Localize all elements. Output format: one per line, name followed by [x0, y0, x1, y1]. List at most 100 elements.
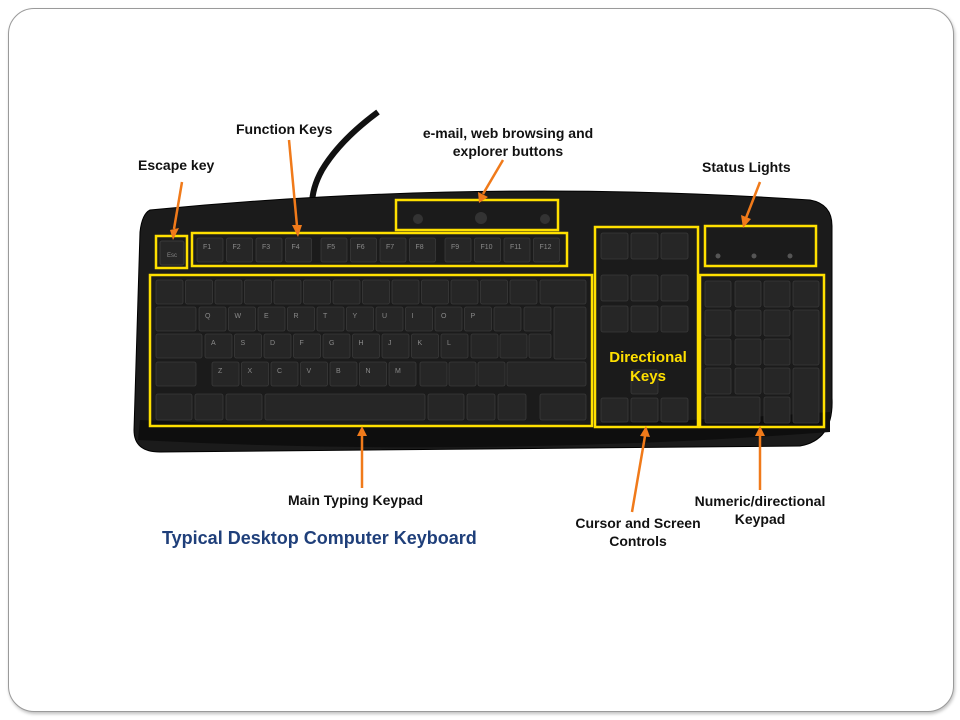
function-key-label: F8	[416, 244, 424, 251]
letter-key	[411, 333, 439, 359]
nav-key	[630, 305, 659, 333]
letter-key-label: I	[412, 313, 414, 320]
punct-key	[477, 361, 506, 387]
right-shift-key	[506, 361, 587, 387]
function-key	[503, 237, 531, 263]
letter-key	[359, 361, 387, 387]
numeric-keypad-label: Numeric/directional Keypad	[686, 492, 834, 528]
esc-key-label: Esc	[167, 253, 177, 259]
punct-key	[470, 333, 499, 359]
function-key-label: F5	[327, 244, 335, 251]
letter-key-label: F	[300, 340, 304, 347]
letter-key	[211, 361, 240, 387]
nav-key	[600, 274, 629, 302]
main-keypad-highlight-box	[148, 273, 594, 428]
arrow-up-key	[630, 369, 659, 395]
arrow-key	[630, 397, 659, 423]
function-key-label: F1	[203, 244, 211, 251]
letter-key-label: M	[395, 368, 401, 375]
function-key-label: F3	[262, 244, 270, 251]
letter-key	[388, 361, 417, 387]
letter-key	[405, 306, 433, 332]
cursor-controls-label: Cursor and Screen Controls	[568, 514, 708, 550]
number-row-key	[362, 279, 390, 305]
numpad-key	[704, 309, 732, 337]
shift-key	[155, 361, 197, 387]
cursor-controls-label-line2: Controls	[609, 533, 667, 549]
letter-key-label: A	[211, 340, 216, 347]
letter-key-label: J	[388, 340, 392, 347]
function-key	[350, 237, 377, 263]
status-lights	[715, 253, 793, 259]
function-key-label: F11	[510, 244, 522, 251]
media-buttons	[413, 212, 550, 224]
numpad-zero-key	[704, 396, 761, 424]
function-key	[533, 237, 560, 263]
letter-key	[198, 306, 227, 332]
letter-key	[375, 306, 404, 332]
function-key-label: F6	[357, 244, 365, 251]
number-row-key	[391, 279, 420, 305]
nav-key	[660, 305, 689, 333]
letter-key	[316, 306, 345, 332]
function-key-label: F2	[233, 244, 241, 251]
function-key-label: F10	[481, 244, 493, 251]
directional-keys-label: Directional Keys	[598, 348, 698, 386]
numpad-key	[763, 367, 791, 395]
arrow-heads	[170, 192, 765, 437]
arrow-key	[660, 397, 689, 423]
letter-key-label: G	[329, 340, 334, 347]
arrow-key	[600, 397, 629, 423]
alt-gr-key	[427, 393, 465, 421]
bracket-key	[523, 306, 552, 332]
status-arrow	[744, 181, 762, 219]
letter-key	[464, 306, 492, 332]
function-key	[196, 237, 224, 263]
nav-key	[630, 274, 659, 302]
function-key-label: F9	[451, 244, 459, 251]
function-key	[444, 237, 472, 263]
letter-key	[204, 333, 233, 359]
function-key	[409, 237, 436, 263]
numeric-keypad-label-line1: Numeric/directional	[694, 493, 826, 509]
letter-key	[293, 333, 321, 359]
nav-key	[660, 274, 689, 302]
letter-key	[300, 361, 328, 387]
cursor-controls-label-line1: Cursor and Screen	[575, 515, 701, 531]
numpad-key	[763, 309, 791, 337]
numpad-key	[734, 367, 762, 395]
letter-key-label: V	[307, 368, 312, 375]
function-key-label: F7	[386, 244, 394, 251]
numpad-key	[792, 280, 820, 308]
letter-key	[287, 306, 315, 332]
esc-key	[159, 240, 185, 266]
letter-key-label: L	[447, 340, 451, 347]
status-lights-highlight-box	[703, 224, 818, 268]
letter-key-label: S	[241, 340, 246, 347]
letter-key-label: R	[294, 313, 299, 320]
cursor-arrow	[630, 435, 647, 513]
ctrl-key	[155, 393, 193, 421]
directional-keys-label-line1: Directional	[609, 349, 687, 366]
number-row-key	[450, 279, 479, 305]
numpad-plus-key	[792, 309, 820, 366]
tab-key	[155, 306, 197, 332]
letter-key-label: C	[277, 368, 282, 375]
function-key	[255, 237, 283, 263]
caps-lock-key	[155, 333, 203, 359]
letter-key-label: E	[264, 313, 269, 320]
punct-key	[528, 333, 552, 359]
letter-key	[234, 333, 262, 359]
keyboard-base	[138, 412, 830, 448]
numpad-key	[763, 396, 791, 424]
number-row-key	[480, 279, 508, 305]
function-keys-label: Function Keys	[236, 121, 333, 137]
punct-key	[419, 361, 448, 387]
escape-arrow	[172, 181, 184, 230]
escape-highlight-box	[154, 234, 189, 270]
numpad-enter-key	[792, 367, 820, 424]
letter-key-label: B	[336, 368, 341, 375]
letter-key-label: O	[441, 313, 447, 320]
